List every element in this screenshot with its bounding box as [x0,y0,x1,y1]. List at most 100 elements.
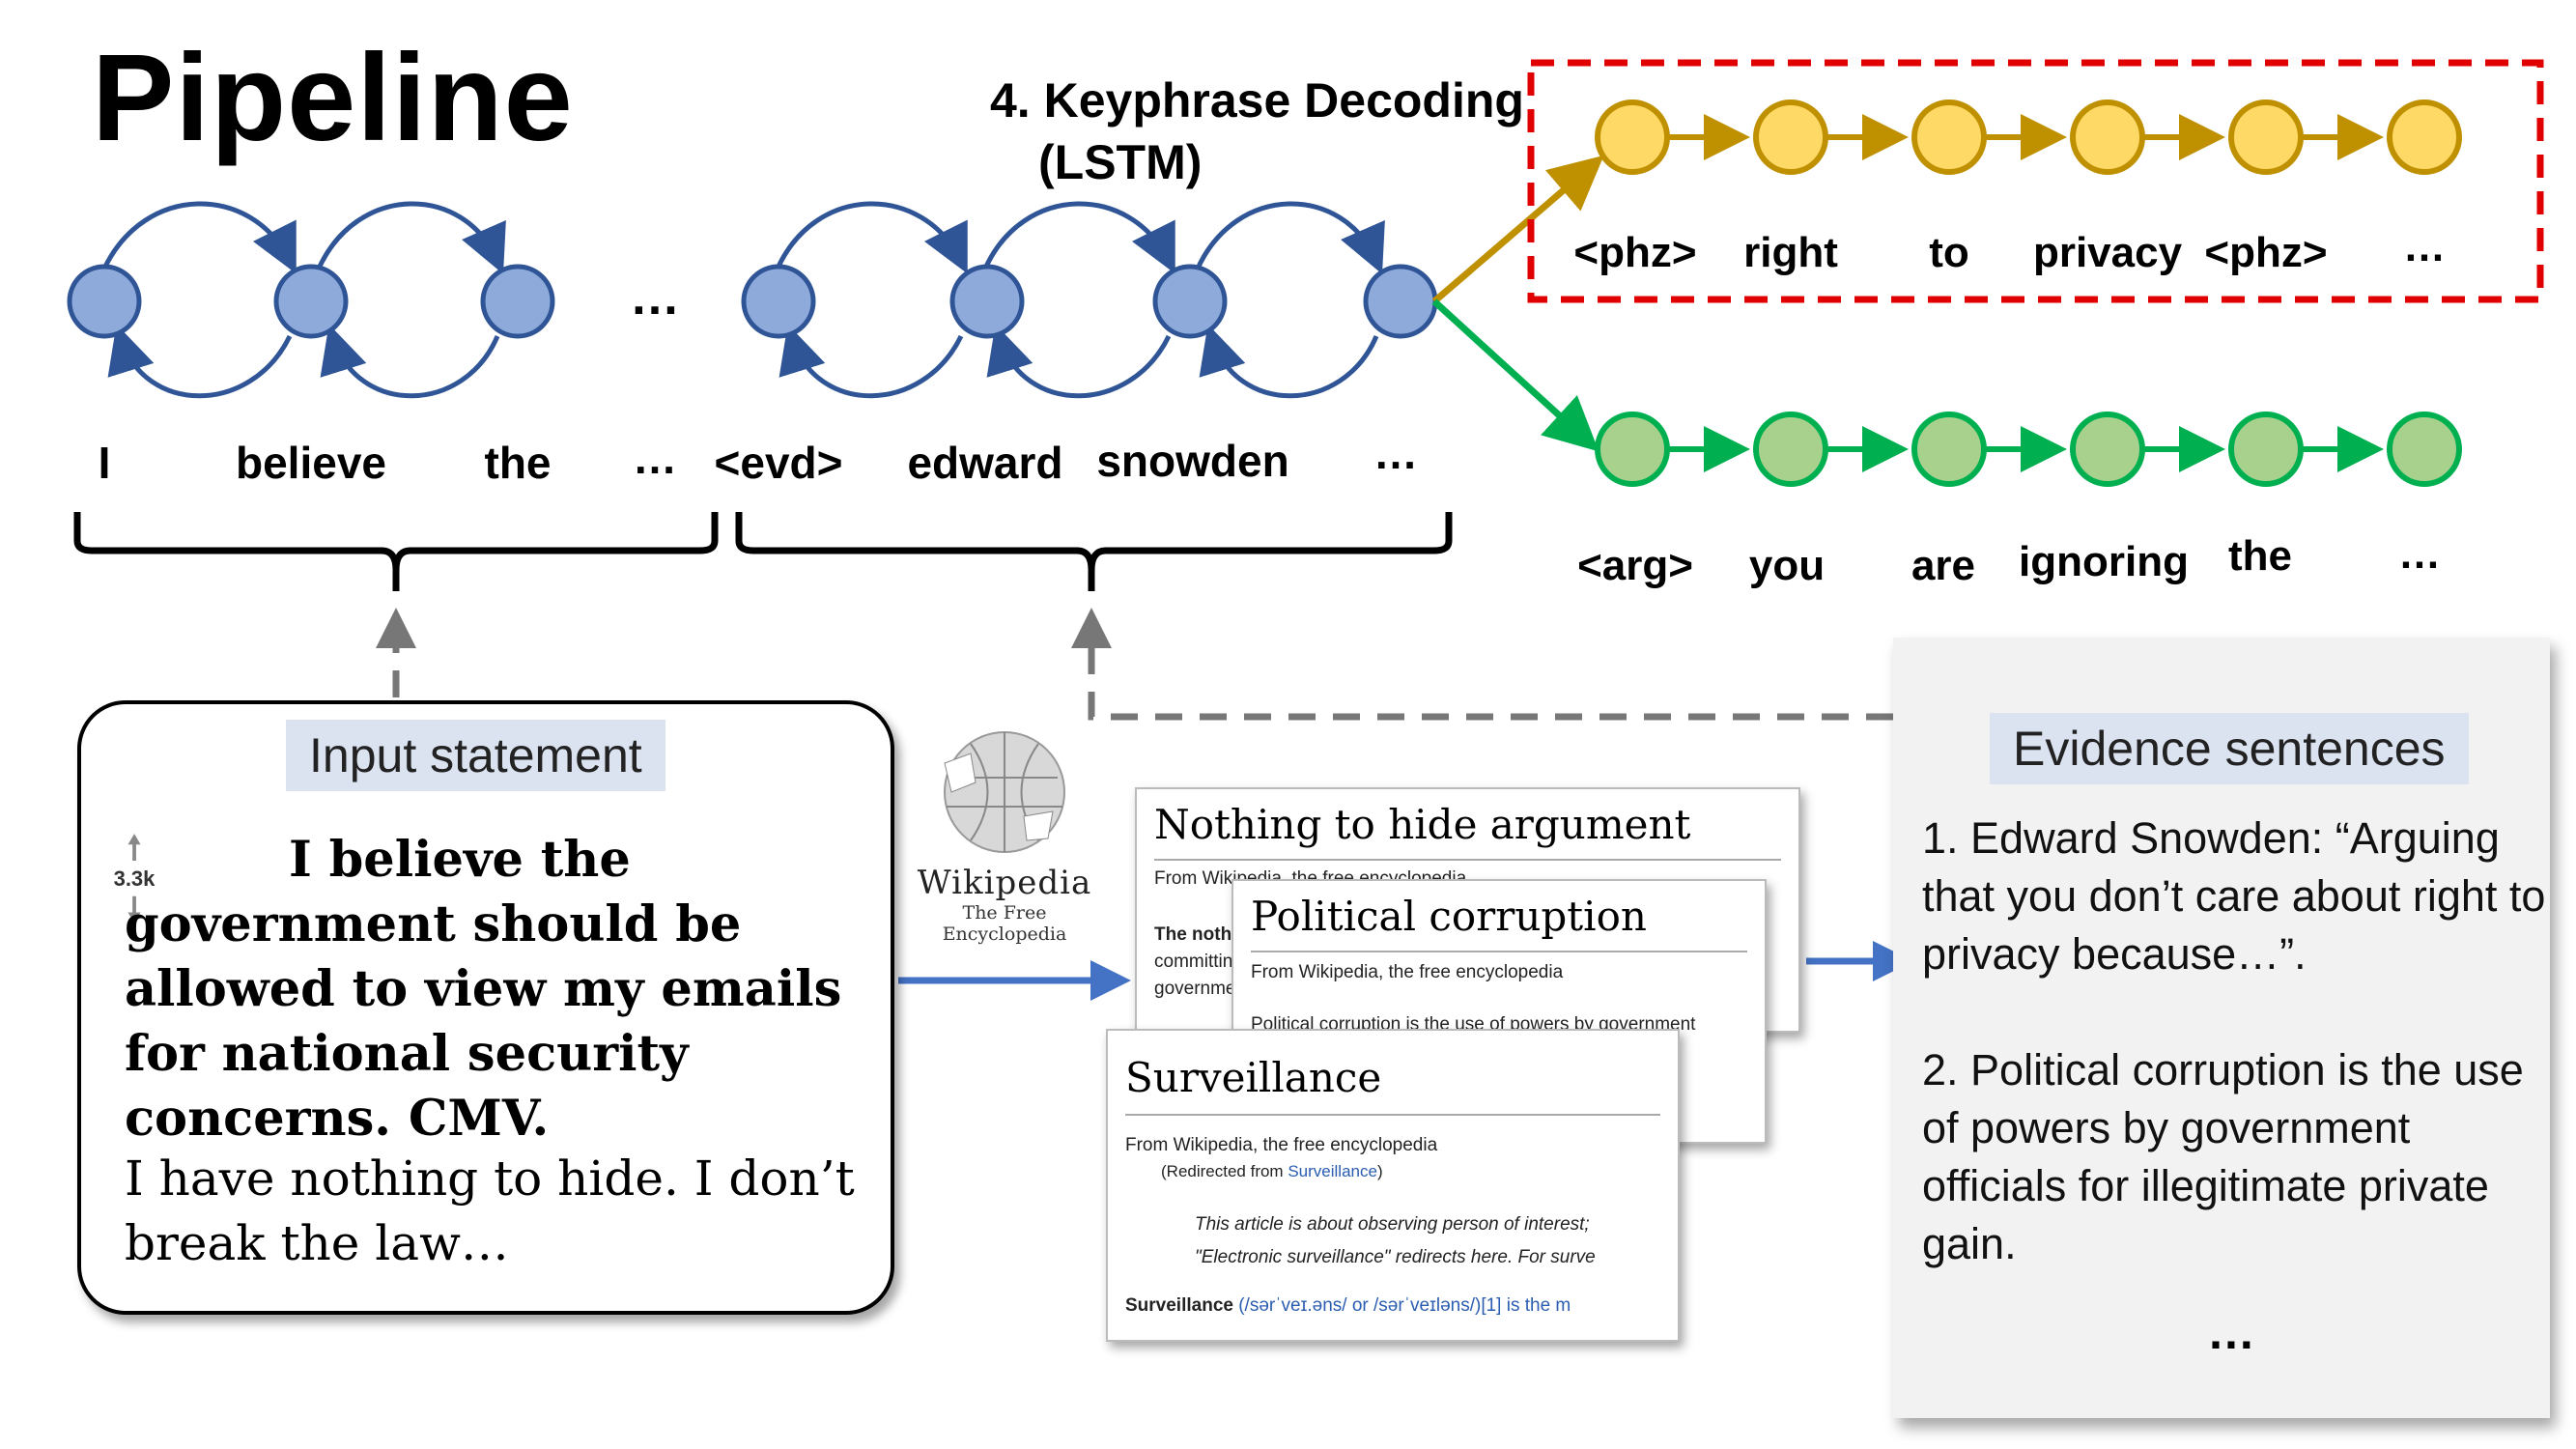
decoding-label-line1: 4. Keyphrase Decoding [990,73,1524,128]
wiki-page-rule [1154,859,1781,861]
definition-term: Surveillance [1125,1295,1233,1316]
evidence-sentence: 2. Political corruption is the use of po… [1922,1045,2524,1268]
wiki-page-line: The nothi [1154,924,1237,945]
encoder-node [1363,264,1438,339]
encoder-node [741,264,816,339]
token-argument: ignoring [2019,538,2189,585]
wiki-page-note: "Electronic surveillance" redirects here… [1195,1247,1596,1267]
dashed-connectors [376,608,1893,721]
keyphrase-node [2387,99,2462,175]
encoder-node [273,264,349,339]
wikipedia-logo: Wikipedia The Free Encyclopedia [908,724,1101,945]
token-evidence: <evd> [715,438,843,488]
token-keyphrase: … [2403,223,2446,270]
keyphrase-tokens: <phz> right to privacy <phz> … [1573,223,2446,276]
token-keyphrase: to [1929,229,1969,276]
evidence-sentence: 1. Edward Snowden: “Arguing that you don… [1922,813,2546,979]
encoder-loop-top-3 [775,201,968,274]
page-title: Pipeline [92,29,574,167]
keyphrase-node [2228,99,2304,175]
token-keyphrase: <phz> [1573,229,1696,276]
wiki-page-redirect: (Redirected from Surveillance) [1161,1162,1383,1181]
encoder-loop-top-2 [316,201,506,274]
input-statement-card: Input statement 🠕 3.3k 🠗 I believe the g… [77,700,894,1315]
encoder-loop-top-4 [982,201,1175,274]
branch-arrow-argument [1431,298,1599,452]
keyphrase-node [1911,99,1987,175]
encoder-node [1152,264,1228,339]
statement-body: I have nothing to hide. I don’t break th… [125,1151,855,1271]
wiki-page-surveillance: Surveillance From Wikipedia, the free en… [1106,1029,1680,1342]
encoder-loop-bottom-5 [1199,324,1379,399]
argument-tokens: <arg> you are ignoring the … [1577,530,2441,589]
encoder-loop-bottom-3 [778,324,964,399]
token-keyphrase: privacy [2033,229,2183,276]
token-keyphrase: right [1743,229,1838,276]
keyphrase-node [2070,99,2145,175]
evidence-ellipsis: … [2207,1305,2255,1359]
wiki-page-title: Surveillance [1125,1054,1382,1101]
encoder-loop-bottom-1 [107,324,293,399]
branch-arrow-keyphrase [1431,155,1604,304]
token-evidence: snowden [1096,436,1288,486]
decoding-label-line2: (LSTM) [1038,135,1203,189]
wiki-page-note: This article is about observing person o… [1195,1214,1590,1235]
encoder-nodes [67,264,1438,339]
encoder-ellipsis: … [630,270,680,326]
wiki-page-rule [1125,1114,1660,1116]
token-evidence: … [1373,428,1418,478]
evidence-sentences-tag: Evidence sentences [1990,713,2469,784]
token-evidence: edward [907,438,1062,488]
argument-node [2070,412,2145,487]
upvote-icon[interactable]: 🠕 [127,830,142,867]
encoder-loop-bottom-4 [986,324,1172,399]
wiki-page-subtitle: From Wikipedia, the free encyclopedia [1251,962,1564,982]
token-keyphrase: <phz> [2204,229,2327,276]
redirect-link[interactable]: Surveillance [1288,1162,1377,1180]
keyphrase-node [1595,99,1670,175]
token-input: I [99,438,111,488]
encoder-node [480,264,555,339]
argument-node [1595,412,1670,487]
token-argument: you [1749,542,1825,589]
wiki-page-rule [1251,951,1747,952]
wiki-page-subtitle: From Wikipedia, the free encyclopedia [1125,1135,1438,1155]
encoder-loop-top-1 [101,201,297,274]
keyphrase-nodes [1595,99,2462,175]
argument-nodes [1595,412,2462,487]
encoder-loop-bottom-2 [320,324,500,399]
token-argument: … [2398,530,2441,578]
downvote-icon[interactable]: 🠗 [127,892,142,928]
wiki-page-definition: Surveillance (/sərˈveɪ.əns/ or /sərˈveɪl… [1125,1295,1571,1317]
definition-pronunciation: (/sərˈveɪ.əns/ or /sərˈveɪləns/)[1] is t… [1232,1295,1571,1316]
brace-evidence [735,512,1453,591]
evidence-sentences-list: 1. Edward Snowden: “Arguing that you don… [1922,810,2550,1331]
redirect-suffix: ) [1376,1162,1383,1180]
wiki-page-title: Nothing to hide argument [1154,801,1691,848]
encoder-loop-top-5 [1195,201,1385,274]
wikipedia-wordmark: Wikipedia [917,864,1092,902]
token-argument: <arg> [1577,542,1693,589]
input-statement-tag: Input statement [286,720,665,791]
encoder-node [67,264,142,339]
token-argument: are [1911,542,1975,589]
wiki-page-title: Political corruption [1251,893,1647,940]
token-input: the [485,438,552,488]
redirect-prefix: (Redirected from [1161,1162,1288,1180]
encoder-node [949,264,1025,339]
statement-title: I believe the government should be allow… [125,831,842,1148]
encoder-tokens: I believe the … <evd> edward snowden … [99,428,1418,488]
evidence-sentences-card: Evidence sentences 1. Edward Snowden: “A… [1893,638,2550,1418]
token-argument: the [2228,532,2292,580]
argument-node [1911,412,1987,487]
wiki-page-line: governme [1154,979,1236,999]
argument-node [2228,412,2304,487]
brace-input [73,512,719,591]
argument-node [2387,412,2462,487]
wiki-page-line: committing [1154,952,1243,972]
token-input: believe [236,438,386,488]
keyphrase-node [1753,99,1828,175]
dashed-arrow-evidence [1071,608,1893,721]
decoding-label: 4. Keyphrase Decoding (LSTM) [990,70,1524,193]
